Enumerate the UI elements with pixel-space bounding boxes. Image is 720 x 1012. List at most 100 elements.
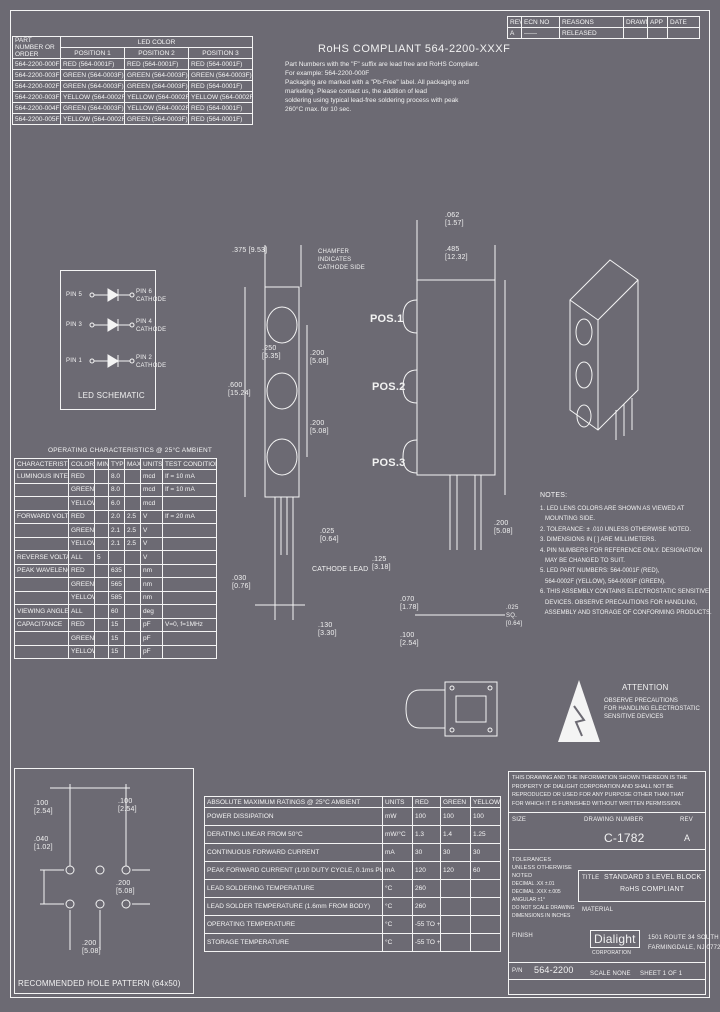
- part-cell: YELLOW (564-0002F): [60, 113, 125, 125]
- rohs-text: Part Numbers with the "F" suffix are lea…: [285, 60, 480, 114]
- operating-row: YELLOW585nm: [14, 590, 217, 605]
- max-rating-row: PEAK FORWARD CURRENT (1/10 DUTY CYCLE, 0…: [204, 861, 501, 880]
- operating-cell: YELLOW: [68, 590, 95, 605]
- operating-header-cell: UNITS: [140, 458, 163, 470]
- part-cell: RED (564-0001F): [124, 58, 189, 70]
- max-rating-cell: 120: [412, 861, 441, 880]
- notes-title: NOTES:: [540, 492, 568, 499]
- schematic-pin-1: PIN 1: [66, 358, 83, 364]
- drawing-border: [10, 10, 710, 998]
- max-rating-cell: [470, 879, 501, 898]
- front-chamfer-note: CHAMFER INDICATES CATHODE SIDE: [318, 249, 365, 271]
- max-rating-cell: °C: [382, 879, 413, 898]
- hole-dim-e: .200 [5.08]: [82, 940, 101, 955]
- operating-cell: [124, 550, 141, 565]
- hole-pattern-box: [14, 768, 194, 994]
- operating-cell: [162, 604, 217, 619]
- operating-row: PEAK WAVELENGTHRED635nm: [14, 563, 217, 578]
- operating-cell: YELLOW: [68, 644, 95, 659]
- part-cell: 564-2200-004F: [12, 102, 61, 114]
- rev-value: A: [684, 833, 691, 843]
- part-cell: GREEN (564-0003F): [60, 69, 125, 81]
- front-cathode-lead: CATHODE LEAD: [312, 566, 369, 573]
- operating-cell: V: [140, 550, 163, 565]
- text-line: 3. DIMENSIONS IN [ ] ARE MILLIMETERS.: [540, 537, 657, 544]
- operating-cell: [94, 469, 109, 484]
- max-rating-cell: 100: [440, 807, 471, 826]
- text-line: 2. TOLERANCE: ± .010 UNLESS OTHERWISE NO…: [540, 526, 692, 533]
- part-cell: 564-2200-003F: [12, 69, 61, 81]
- max-rating-cell: [470, 915, 501, 934]
- max-rating-row: LEAD SOLDER TEMPERATURE (1.6mm FROM BODY…: [204, 897, 501, 916]
- text-line: SENSITIVE DEVICES: [604, 714, 664, 720]
- part-number-header: PART NUMBER OR ORDER: [12, 36, 61, 59]
- front-view-drawing: [244, 245, 308, 620]
- title-line-1: STANDARD 3 LEVEL BLOCK: [604, 874, 702, 881]
- operating-cell: [162, 590, 217, 605]
- operating-characteristics-table: CHARACTERISTICSCOLORMINTYPMAXUNITSTEST C…: [14, 458, 217, 659]
- finish-label: FINISH: [512, 933, 533, 939]
- operating-cell: 2.5: [124, 523, 141, 538]
- operating-cell: [162, 523, 217, 538]
- part-cell: GREEN (564-0003F): [60, 102, 125, 114]
- text-line: 6. THIS ASSEMBLY CONTAINS ELECTROSTATIC …: [540, 589, 710, 596]
- operating-cell: nm: [140, 563, 163, 578]
- operating-cell: mcd: [140, 496, 163, 511]
- text-line: 1. LED LENS COLORS ARE SHOWN AS VIEWED A…: [540, 506, 685, 512]
- text-line: FOR WHICH IT IS FURNISHED WITHOUT WRITTE…: [512, 800, 682, 807]
- address-line-2: FARMINGDALE, NJ 07727: [648, 945, 720, 951]
- front-lead-dim: .025 [0.64]: [320, 528, 339, 543]
- part-cell: YELLOW (564-0002F): [187, 91, 254, 103]
- max-rating-cell: [440, 879, 471, 898]
- operating-cell: [162, 496, 217, 511]
- operating-cell: V: [140, 523, 163, 538]
- max-rating-cell: LEAD SOLDER TEMPERATURE (1.6mm FROM BODY…: [204, 897, 383, 916]
- operating-cell: If = 10 mA: [162, 482, 217, 497]
- max-rating-cell: POWER DISSIPATION: [204, 807, 383, 826]
- operating-cell: GREEN: [68, 482, 95, 497]
- max-rating-cell: 260: [412, 897, 441, 916]
- operating-cell: [162, 550, 217, 565]
- operating-cell: 15: [108, 644, 125, 659]
- text-line: 4. PIN NUMBERS FOR REFERENCE ONLY. DESIG…: [540, 547, 703, 554]
- operating-cell: [14, 523, 69, 538]
- dwg-number-box: [508, 812, 706, 850]
- side-dim-a: .062 [1.57]: [445, 212, 464, 227]
- front-lead-len: .130 [3.30]: [318, 622, 337, 637]
- part-cell: 564-2200-002F: [12, 80, 61, 92]
- title-block-notice: THIS DRAWING AND THE INFORMATION SHOWN T…: [512, 774, 687, 808]
- attention-title: ATTENTION: [622, 683, 669, 692]
- side-dim-c: .200 [5.08]: [494, 520, 513, 535]
- max-rating-cell: [470, 897, 501, 916]
- operating-cell: nm: [140, 577, 163, 592]
- operating-cell: [14, 644, 69, 659]
- operating-cell: [94, 482, 109, 497]
- part-cell: RED (564-0001F): [187, 102, 254, 114]
- tolerance-label: TOLERANCES UNLESS OTHERWISE NOTED: [512, 857, 572, 879]
- operating-cell: If = 10 mA: [162, 469, 217, 484]
- dialight-logo: Dialight: [590, 930, 640, 948]
- part-cell: GREEN (564-0003F): [124, 80, 189, 92]
- operating-cell: 635: [108, 563, 125, 578]
- front-dim-pitch: .200 [5.08]: [310, 350, 329, 365]
- schematic-title: LED SCHEMATIC: [78, 391, 145, 400]
- operating-header-cell: TYP: [108, 458, 125, 470]
- text-line: ANGULAR ±1°: [512, 897, 546, 903]
- date-header: DATE: [667, 16, 700, 28]
- max-rating-cell: 100: [470, 807, 501, 826]
- max-rating-cell: °C: [382, 897, 413, 916]
- max-rating-cell: mA: [382, 843, 413, 862]
- side-pos-1: POS.1: [370, 313, 404, 325]
- max-rating-row: OPERATING TEMPERATURE°C-55 TO +100: [204, 915, 501, 934]
- operating-cell: ALL: [68, 550, 95, 565]
- operating-cell: RED: [68, 469, 95, 484]
- rev-header: REV: [507, 16, 522, 28]
- absolute-max-ratings-table: ABSOLUTE MAXIMUM RATINGS @ 25°C AMBIENT …: [204, 796, 501, 952]
- operating-cell: [14, 496, 69, 511]
- app-header: APP: [647, 16, 668, 28]
- operating-cell: [124, 617, 141, 632]
